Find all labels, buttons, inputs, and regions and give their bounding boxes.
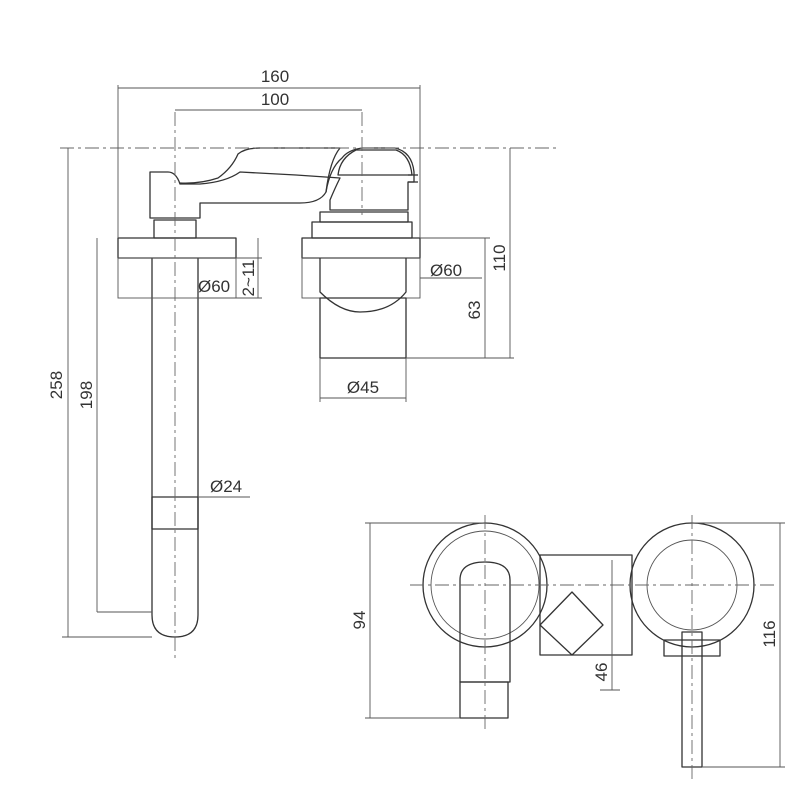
dimension-valve-height: 116 bbox=[692, 522, 785, 768]
dim-198-label: 198 bbox=[77, 381, 96, 409]
lever-blade bbox=[179, 147, 341, 193]
dim-63-label: 63 bbox=[465, 301, 484, 320]
body-connector bbox=[539, 554, 633, 656]
valve-cap bbox=[337, 149, 413, 176]
dim-160-label: 160 bbox=[261, 67, 289, 86]
dim-2-11-label: 2~11 bbox=[239, 259, 258, 296]
valve-body bbox=[319, 258, 407, 313]
valve-cartridge bbox=[319, 297, 407, 359]
valve-collar bbox=[311, 221, 413, 239]
body-diamond bbox=[539, 591, 604, 656]
dimension-overall-width: 160 bbox=[117, 67, 421, 238]
spout-front-aerator bbox=[459, 681, 509, 719]
dim-258-label: 258 bbox=[47, 371, 66, 399]
dimension-spout-plate-height: 94 bbox=[350, 522, 485, 719]
dim-46-label: 46 bbox=[592, 663, 611, 682]
dimension-spout-height: 198 bbox=[77, 238, 152, 613]
dim-24-label: Ø24 bbox=[210, 477, 242, 496]
dimension-spout-to-valve: 100 bbox=[175, 90, 362, 111]
dimension-spout-dia: Ø24 bbox=[198, 477, 250, 498]
dim-116-label: 116 bbox=[760, 620, 779, 647]
dimension-flange-dia-right: Ø60 bbox=[420, 261, 482, 280]
dim-flange-right-label: Ø60 bbox=[430, 261, 462, 280]
dimension-body-dia: Ø45 bbox=[319, 358, 407, 402]
dim-45-label: Ø45 bbox=[347, 378, 379, 397]
dim-flange-left-label: Ø60 bbox=[198, 277, 230, 296]
front-view: 94 116 46 bbox=[350, 515, 785, 780]
valve-flange bbox=[301, 237, 421, 259]
spout-flange-rim bbox=[117, 257, 237, 299]
dim-94-label: 94 bbox=[350, 611, 369, 630]
spout-front bbox=[459, 561, 511, 683]
dimension-total-height: 258 bbox=[47, 148, 152, 638]
dim-100-label: 100 bbox=[261, 90, 289, 109]
spout-flange bbox=[117, 237, 237, 259]
dimension-connector-height: 46 bbox=[592, 560, 620, 691]
valve-nut bbox=[319, 211, 409, 223]
dim-110-label: 110 bbox=[490, 244, 509, 271]
dimension-body-height: 110 bbox=[406, 148, 514, 359]
dimension-body-depth: 63 bbox=[420, 237, 490, 358]
side-view: 160 100 258 198 Ø60 2~11 bbox=[47, 67, 560, 660]
dimension-flange-thickness: 2~11 bbox=[239, 238, 259, 298]
